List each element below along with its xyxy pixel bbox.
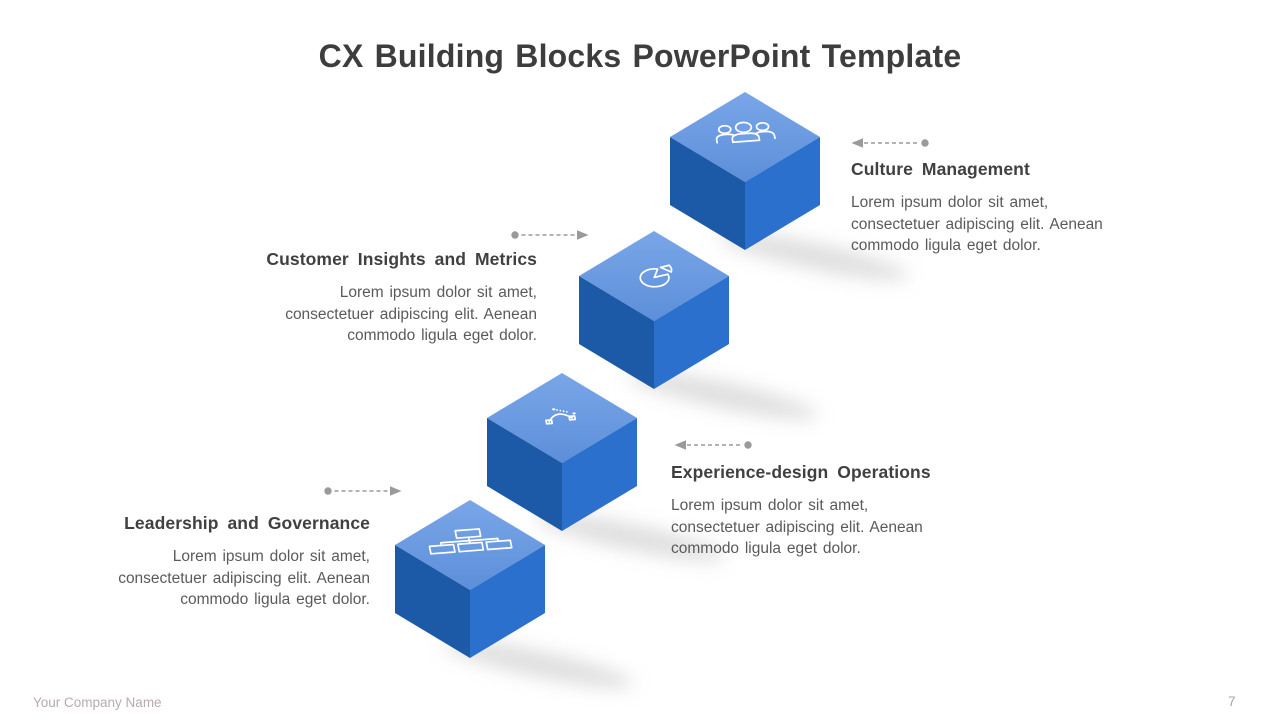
- experience-heading: Experience-design Operations: [671, 462, 931, 482]
- connector-dot: [511, 231, 519, 239]
- slide-page-number: 7: [1228, 694, 1236, 709]
- cube-customer: [579, 231, 729, 389]
- customer-heading: Customer Insights and Metrics: [266, 249, 537, 269]
- culture-heading: Culture Management: [851, 159, 1030, 179]
- connector-dot: [921, 139, 929, 147]
- experience-connector-arrow-left: [674, 440, 752, 450]
- customer-connector-arrow-right: [511, 230, 589, 240]
- connector-arrowhead: [674, 440, 686, 450]
- connector-dot: [744, 441, 752, 449]
- org-chart-icon: [427, 527, 512, 554]
- leadership-heading: Leadership and Governance: [124, 513, 370, 533]
- cube-right-face: [562, 418, 637, 531]
- connector-dot: [324, 487, 332, 495]
- culture-text-block: Culture Management Lorem ipsum dolor sit…: [851, 159, 1151, 257]
- customer-text-block: Customer Insights and Metrics Lorem ipsu…: [232, 249, 537, 347]
- experience-body: Lorem ipsum dolor sit amet, consectetuer…: [671, 497, 923, 557]
- cube-left-face: [395, 545, 470, 658]
- cube-left-face: [487, 418, 562, 531]
- cube-right-face: [470, 545, 545, 658]
- pie-chart-icon: [638, 265, 674, 288]
- leadership-text-block: Leadership and Governance Lorem ipsum do…: [65, 513, 370, 611]
- cube-right-face: [745, 137, 820, 250]
- slide-title: CX Building Blocks PowerPoint Template: [318, 38, 962, 74]
- leadership-connector-arrow-right: [324, 486, 402, 496]
- footer-company-name: Your Company Name: [33, 695, 162, 710]
- cube-leadership: [395, 500, 545, 658]
- people-icon: [714, 120, 775, 143]
- connector-arrowhead: [390, 486, 402, 496]
- cube-experience: [487, 373, 637, 531]
- leadership-body: Lorem ipsum dolor sit amet, consectetuer…: [118, 548, 370, 608]
- connector-arrowhead: [851, 138, 863, 148]
- bezier-curve-icon: [544, 408, 578, 424]
- experience-text-block: Experience-design Operations Lorem ipsum…: [671, 462, 971, 560]
- cube-culture: [670, 92, 820, 250]
- connector-arrowhead: [577, 230, 589, 240]
- culture-connector-arrow-left: [851, 138, 929, 148]
- cube-left-face: [579, 276, 654, 389]
- cube-right-face: [654, 276, 729, 389]
- customer-body: Lorem ipsum dolor sit amet, consectetuer…: [285, 284, 537, 344]
- cube-left-face: [670, 137, 745, 250]
- culture-body: Lorem ipsum dolor sit amet, consectetuer…: [851, 194, 1103, 254]
